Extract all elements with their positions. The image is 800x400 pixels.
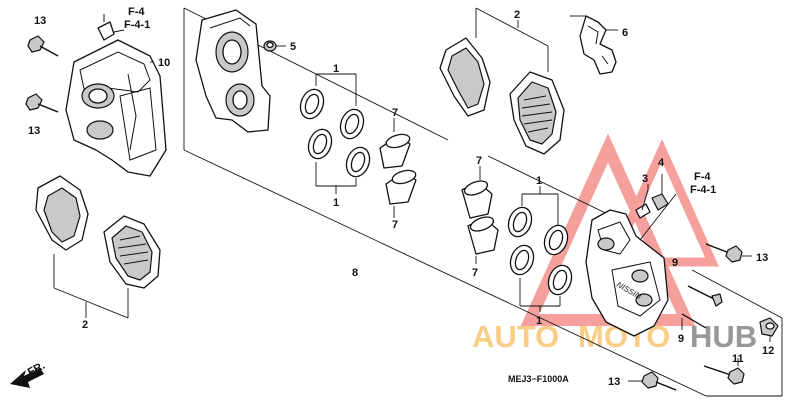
pistons-center (379, 118, 417, 218)
part-number-1-mid: 1 (333, 197, 339, 209)
pad-pin-9-upper (687, 285, 723, 307)
part-number-7-right-bot: 7 (472, 267, 478, 279)
part-number-8: 8 (352, 267, 358, 279)
ref-right-line1: F-4 (694, 171, 711, 183)
bolt-13-mid-left (25, 93, 59, 113)
right-caliper: NISSIN (585, 209, 669, 337)
pin-plug-12 (759, 317, 779, 342)
part-number-7-mid: 7 (392, 219, 398, 231)
bolt-13-top-left (27, 35, 59, 57)
part-number-13-right: 13 (756, 252, 768, 264)
part-number-13-bottom: 13 (608, 376, 620, 388)
watermark-text-a: AUTO (472, 319, 559, 354)
part-number-11: 11 (732, 353, 744, 365)
bleeder-cap-5 (263, 40, 286, 52)
part-number-3: 3 (642, 173, 648, 185)
pistons-right (461, 166, 499, 264)
part-number-6: 6 (622, 27, 628, 39)
part-number-9-upper: 9 (672, 257, 678, 269)
bleeder-valve-3 (635, 184, 651, 219)
center-caliper-body (195, 9, 271, 133)
part-number-13-mid-left: 13 (28, 125, 40, 137)
part-number-9-lower: 9 (678, 333, 684, 345)
top-brake-pads (439, 7, 565, 155)
ref-right-line2: F-4-1 (690, 184, 716, 196)
part-number-7-top: 7 (392, 107, 398, 119)
part-number-2-left: 2 (82, 319, 88, 331)
left-brake-pads (35, 175, 161, 319)
bolt-13-right (705, 243, 752, 263)
part-number-7-right-top: 7 (476, 155, 482, 167)
pad-spring-6 (570, 15, 618, 75)
part-number-1-right-bot: 1 (536, 315, 542, 327)
bolt-11 (703, 358, 745, 385)
front-direction-arrow: FR. (10, 360, 47, 388)
part-number-2-top: 2 (514, 9, 520, 21)
ref-left-line1: F-4 (128, 6, 145, 18)
drawing-code: MEJ3−F1000A (508, 374, 569, 384)
part-number-1-right-top: 1 (536, 175, 542, 187)
direction-label: FR. (26, 360, 47, 379)
part-number-4: 4 (658, 157, 665, 169)
left-caliper (65, 14, 167, 177)
ref-left-line2: F-4-1 (124, 19, 150, 31)
part-number-1-top: 1 (333, 63, 339, 75)
bolt-13-bottom (628, 371, 677, 391)
part-number-13-top-left: 13 (34, 15, 46, 27)
bleeder-cap-4 (651, 174, 669, 211)
piston-seals-center (299, 73, 371, 194)
part-number-12: 12 (762, 345, 774, 357)
piston-seals-right (507, 186, 573, 312)
part-number-10: 10 (158, 57, 170, 69)
part-number-5: 5 (290, 41, 296, 53)
pad-pin-9-lower (681, 313, 707, 330)
